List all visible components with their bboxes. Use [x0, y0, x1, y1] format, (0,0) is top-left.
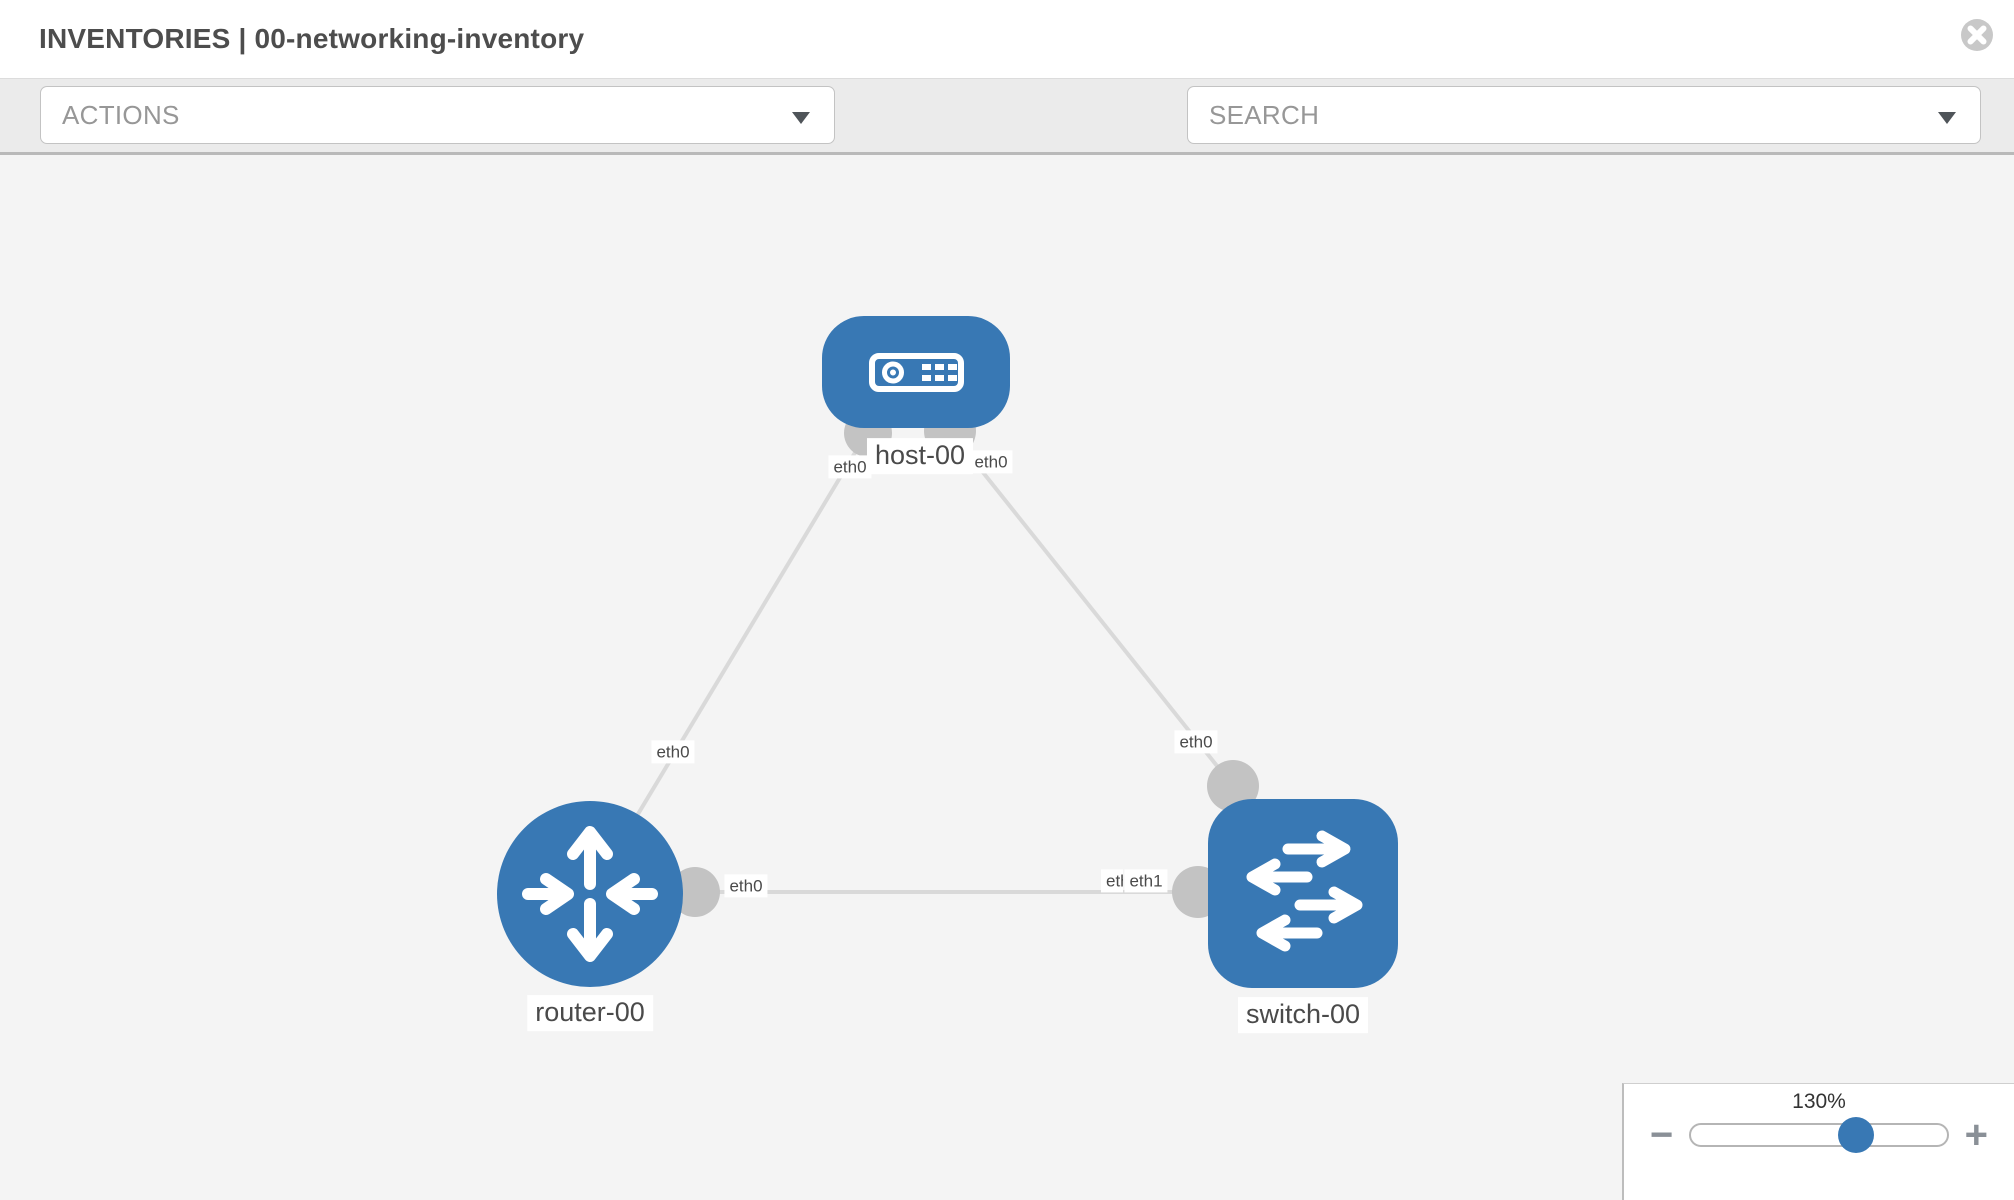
node-label-router: router-00: [527, 995, 653, 1031]
topology-ports: [670, 405, 1259, 918]
node-label-switch: switch-00: [1237, 997, 1369, 1033]
node-label-host: host-00: [866, 438, 974, 474]
close-icon[interactable]: [1960, 18, 1994, 52]
zoom-slider-thumb[interactable]: [1838, 1117, 1875, 1153]
port-switch-top: [1207, 760, 1259, 812]
chevron-down-icon: [792, 112, 810, 124]
port-router-right: [670, 867, 720, 917]
interface-label-clipped: eth0: [1101, 869, 1123, 893]
zoom-in-button[interactable]: +: [1964, 1113, 1988, 1157]
interface-label: eth0: [651, 740, 695, 764]
link-host-switch: [948, 429, 1235, 788]
actions-dropdown-label: ACTIONS: [62, 99, 180, 130]
interface-label: eth0: [969, 450, 1013, 474]
zoom-level-value: 130%: [1792, 1090, 1846, 1113]
search-dropdown-label: SEARCH: [1209, 99, 1320, 130]
node-host[interactable]: [822, 316, 1010, 428]
node-switch[interactable]: [1208, 799, 1398, 988]
chevron-down-icon: [1938, 112, 1956, 124]
interface-label: eth1: [1124, 869, 1168, 893]
zoom-slider-track[interactable]: [1689, 1117, 1949, 1153]
interface-label: eth0: [1174, 730, 1218, 754]
switch-icon: [1246, 830, 1363, 952]
host-icon: [869, 353, 964, 392]
topology-links: [588, 429, 1235, 896]
interface-label: eth0: [828, 455, 872, 479]
actions-dropdown[interactable]: ACTIONS: [40, 86, 835, 144]
router-icon: [522, 826, 658, 962]
zoom-out-button[interactable]: −: [1650, 1113, 1674, 1157]
page-title: INVENTORIES | 00-networking-inventory: [39, 23, 585, 54]
node-router[interactable]: [497, 801, 683, 987]
toolbar: ACTIONS SEARCH: [0, 78, 2014, 211]
page-header: INVENTORIES | 00-networking-inventory: [0, 0, 2014, 78]
interface-label: eth0: [724, 874, 768, 898]
zoom-control-panel: 130% − +: [1622, 1083, 2014, 1200]
topology-canvas[interactable]: eth0 eth0 host-00 eth0 eth0 eth0 eth0 et…: [0, 155, 2014, 1200]
search-dropdown[interactable]: SEARCH: [1187, 86, 1981, 144]
